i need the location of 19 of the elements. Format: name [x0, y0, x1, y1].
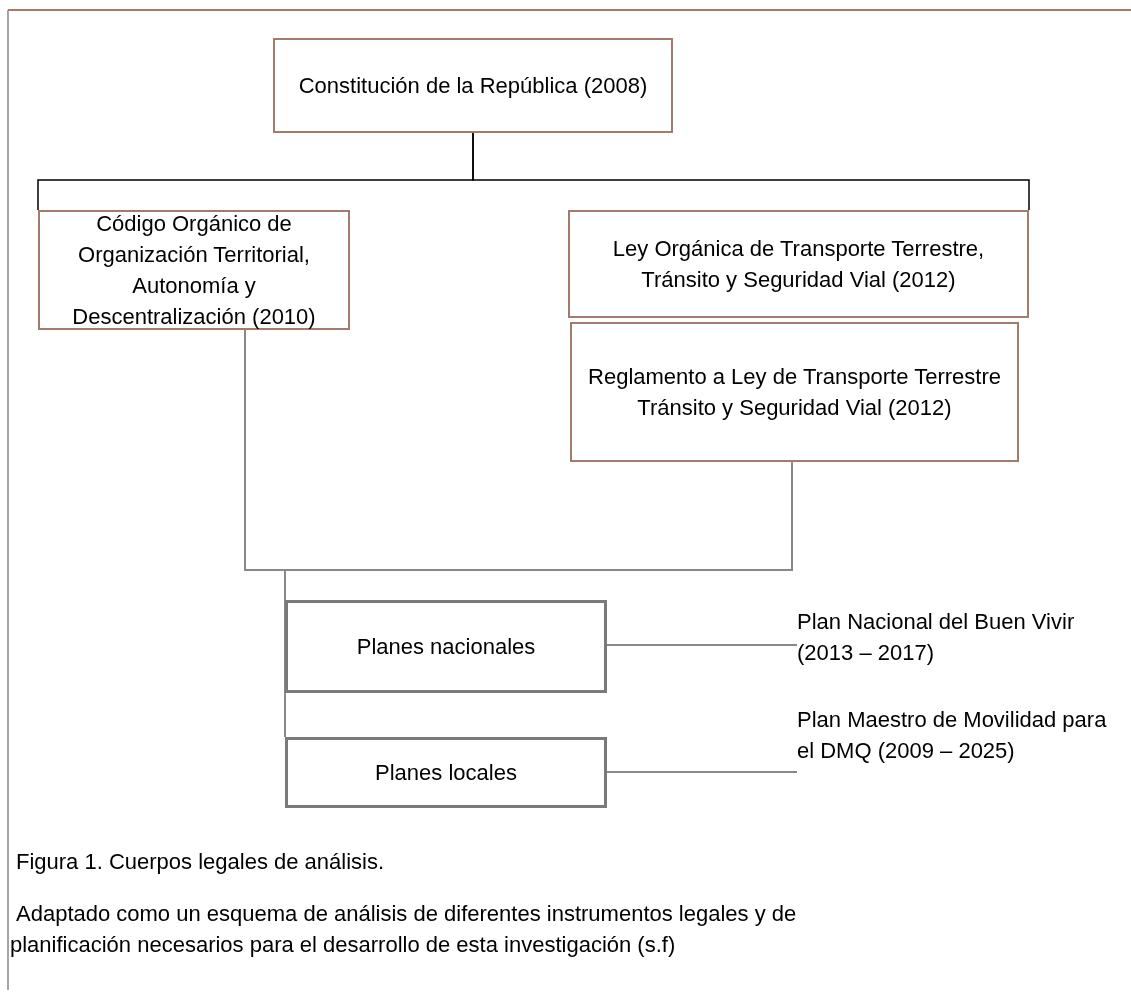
document-box	[570, 322, 1019, 462]
plan-box	[285, 737, 607, 808]
document-box	[568, 210, 1029, 318]
box-label: Código Orgánico de Organización Territorial, Autonomía y Descentralización (2010)	[71, 210, 317, 331]
connector-line	[472, 132, 1030, 211]
box-label: Planes nacionales	[355, 633, 537, 661]
box-label: Ley Orgánica de Transporte Terrestre, Tránsito y Seguridad Vial (2012)	[611, 235, 986, 294]
document-box	[273, 38, 673, 133]
box-label: Constitución de la República (2008)	[297, 72, 649, 100]
plan-text: Plan Maestro de Movilidad para el DMQ (2009 – 2025)	[797, 704, 1117, 802]
document-box	[38, 210, 350, 330]
note-text: Adaptado como un esquema de análisis de diferentes instrumentos legales y de planificación necesarios para el desarrollo de esta investigación (s.f)	[10, 900, 798, 959]
connector-line	[606, 644, 798, 646]
box-label: Planes locales	[374, 759, 518, 787]
plan-box	[285, 600, 607, 693]
plan-text: Plan Nacional del Buen Vivir (2013 – 2017)	[797, 606, 1117, 672]
box-label: Reglamento a Ley de Transporte Terrestre Tránsito y Seguridad Vial (2012)	[587, 363, 1002, 422]
figure-caption: Figura 1. Cuerpos legales de análisis.	[16, 848, 385, 876]
connector-line	[606, 771, 798, 773]
